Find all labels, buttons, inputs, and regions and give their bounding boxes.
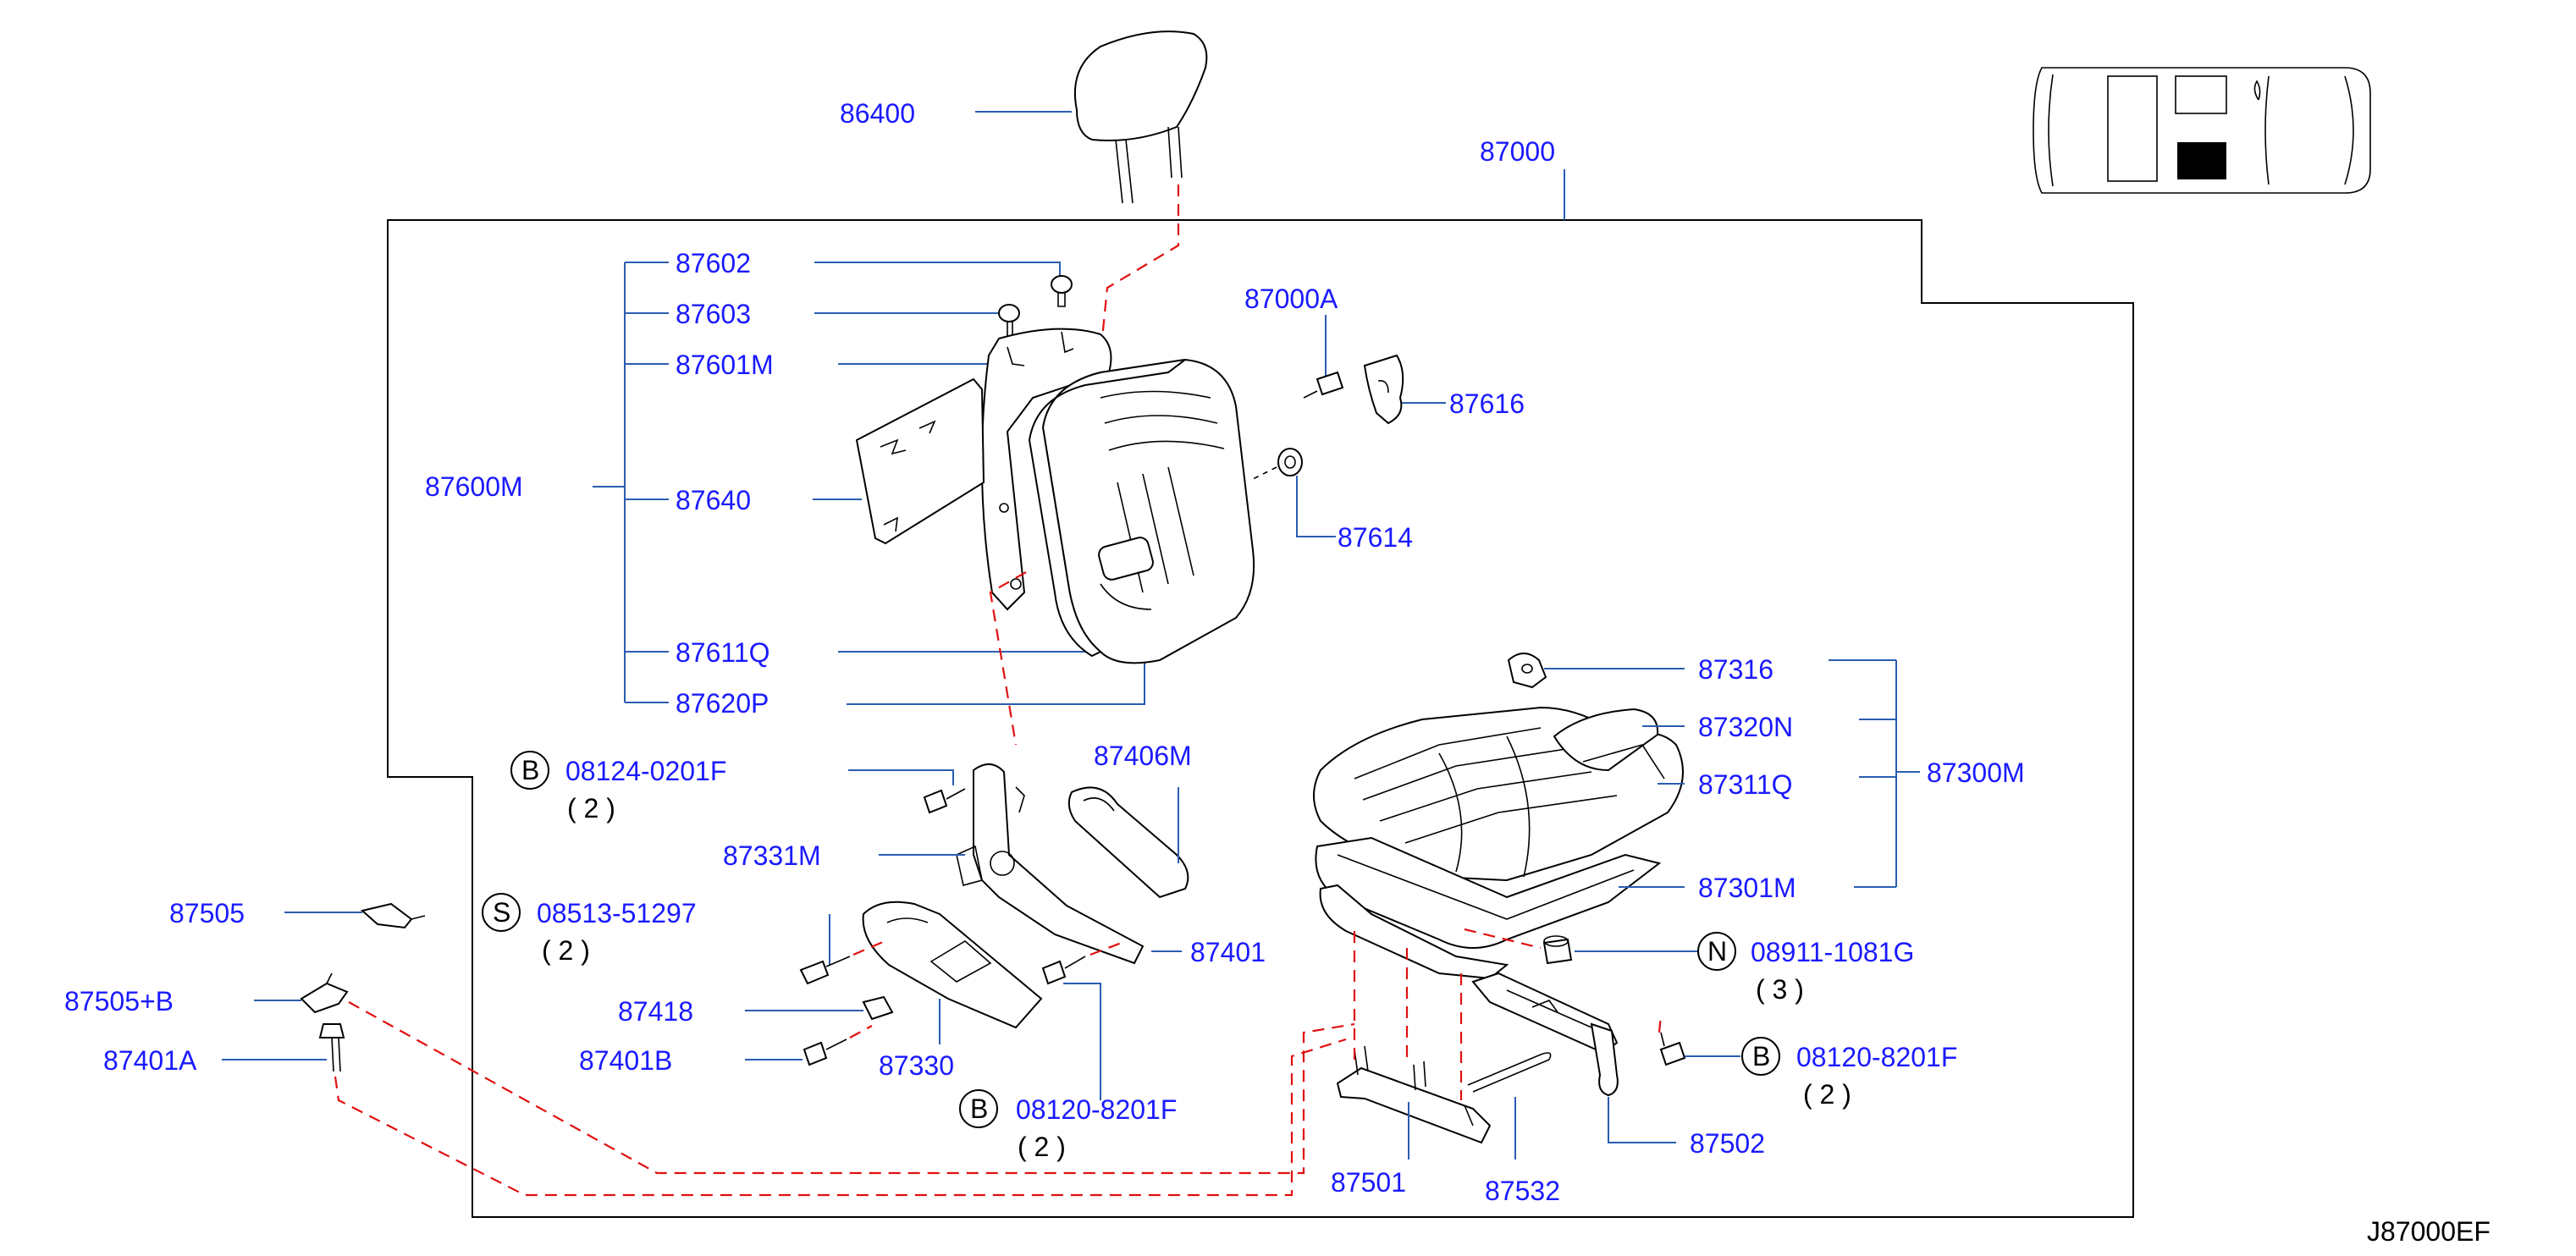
label-87603: 87603 bbox=[676, 299, 751, 329]
seat-cushion-part bbox=[1313, 706, 1684, 882]
label-87614: 87614 bbox=[1338, 522, 1413, 553]
fastener-1-qty: ( 2 ) bbox=[567, 793, 615, 824]
label-86400: 86400 bbox=[840, 98, 915, 129]
label-87532: 87532 bbox=[1485, 1176, 1560, 1206]
fastener-4-part: 08911-1081G bbox=[1751, 937, 1914, 967]
fastener-2-qty: ( 2 ) bbox=[542, 935, 590, 966]
label-87000a: 87000A bbox=[1244, 284, 1338, 314]
label-87311q: 87311Q bbox=[1698, 769, 1793, 800]
label-87600m: 87600M bbox=[425, 471, 523, 502]
label-87505: 87505 bbox=[169, 898, 245, 928]
fastener-5-code: B bbox=[1752, 1041, 1770, 1071]
clip-87418-part bbox=[862, 995, 894, 1021]
fastener-3-qty: ( 2 ) bbox=[1018, 1132, 1066, 1162]
clip-87505-part bbox=[360, 902, 426, 929]
label-87601m: 87601M bbox=[676, 350, 774, 380]
fastener-4-code: N bbox=[1707, 936, 1727, 967]
recliner-cover-part bbox=[1067, 786, 1189, 899]
label-87406m: 87406M bbox=[1094, 741, 1192, 771]
fastener-5-qty: ( 2 ) bbox=[1803, 1079, 1851, 1110]
label-87502: 87502 bbox=[1690, 1128, 1765, 1159]
fastener-4-qty: ( 3 ) bbox=[1756, 974, 1804, 1005]
bolt-08124-part bbox=[923, 788, 966, 814]
label-87611q: 87611Q bbox=[676, 637, 770, 668]
clip-87602-part bbox=[1051, 275, 1073, 307]
clip-87505b-part bbox=[300, 972, 349, 1014]
label-87401a: 87401A bbox=[103, 1045, 197, 1076]
recliner-part bbox=[956, 763, 1145, 965]
back-board-part bbox=[855, 377, 985, 545]
label-87505b: 87505+B bbox=[64, 986, 174, 1016]
label-87301m: 87301M bbox=[1698, 873, 1796, 903]
seat-back-cushion-part bbox=[1028, 358, 1255, 664]
cover-87616-part bbox=[1363, 354, 1404, 425]
seat-rail-inner-part bbox=[1336, 1045, 1492, 1144]
label-87620p: 87620P bbox=[676, 688, 769, 719]
assembly-frame bbox=[387, 219, 2134, 1218]
fastener-2-part: 08513-51297 bbox=[537, 898, 697, 928]
label-87320n: 87320N bbox=[1698, 712, 1793, 742]
nut-08911-part bbox=[1542, 935, 1573, 965]
fastener-5-part: 08120-8201F bbox=[1796, 1042, 1957, 1072]
label-87000: 87000 bbox=[1480, 136, 1555, 167]
rail-lever-part bbox=[1590, 1022, 1619, 1097]
label-87401: 87401 bbox=[1190, 937, 1266, 967]
diagram-reference-code: J87000EF bbox=[2367, 1216, 2491, 1247]
label-87331m: 87331M bbox=[723, 840, 821, 871]
label-87316: 87316 bbox=[1698, 654, 1773, 685]
bolt-87000a-part bbox=[1303, 371, 1344, 399]
screw-08513-part bbox=[799, 956, 851, 985]
label-87300m: 87300M bbox=[1927, 757, 2025, 788]
label-87418: 87418 bbox=[618, 996, 693, 1027]
label-87501: 87501 bbox=[1331, 1167, 1406, 1198]
bolt-87401a-part bbox=[318, 1023, 345, 1072]
seat-cushion-frame-part bbox=[1315, 836, 1662, 980]
bolt-08120-right-part bbox=[1659, 1032, 1686, 1066]
clip-87603-part bbox=[998, 304, 1020, 338]
clip-87316-part bbox=[1507, 653, 1547, 689]
fastener-2-code: S bbox=[493, 897, 510, 928]
label-87602: 87602 bbox=[676, 248, 751, 278]
fastener-3-code: B bbox=[970, 1093, 988, 1124]
label-87640: 87640 bbox=[676, 485, 751, 515]
screw-87401b-part bbox=[803, 1038, 847, 1066]
seat-rail-outer-part bbox=[1471, 972, 1619, 1055]
vehicle-location-icon bbox=[2033, 67, 2371, 194]
label-87616: 87616 bbox=[1449, 388, 1525, 419]
label-87401b: 87401B bbox=[579, 1045, 672, 1076]
bolt-87401-part bbox=[1041, 956, 1086, 985]
spring-87532-part bbox=[1467, 1052, 1552, 1093]
fastener-3-part: 08120-8201F bbox=[1016, 1094, 1177, 1125]
fastener-1-code: B bbox=[521, 755, 539, 785]
finisher-87330-part bbox=[862, 901, 1043, 1029]
knob-87614-part bbox=[1277, 448, 1303, 477]
label-87330: 87330 bbox=[879, 1050, 954, 1081]
fastener-1-part: 08124-0201F bbox=[565, 756, 726, 786]
headrest-part bbox=[1073, 30, 1208, 204]
